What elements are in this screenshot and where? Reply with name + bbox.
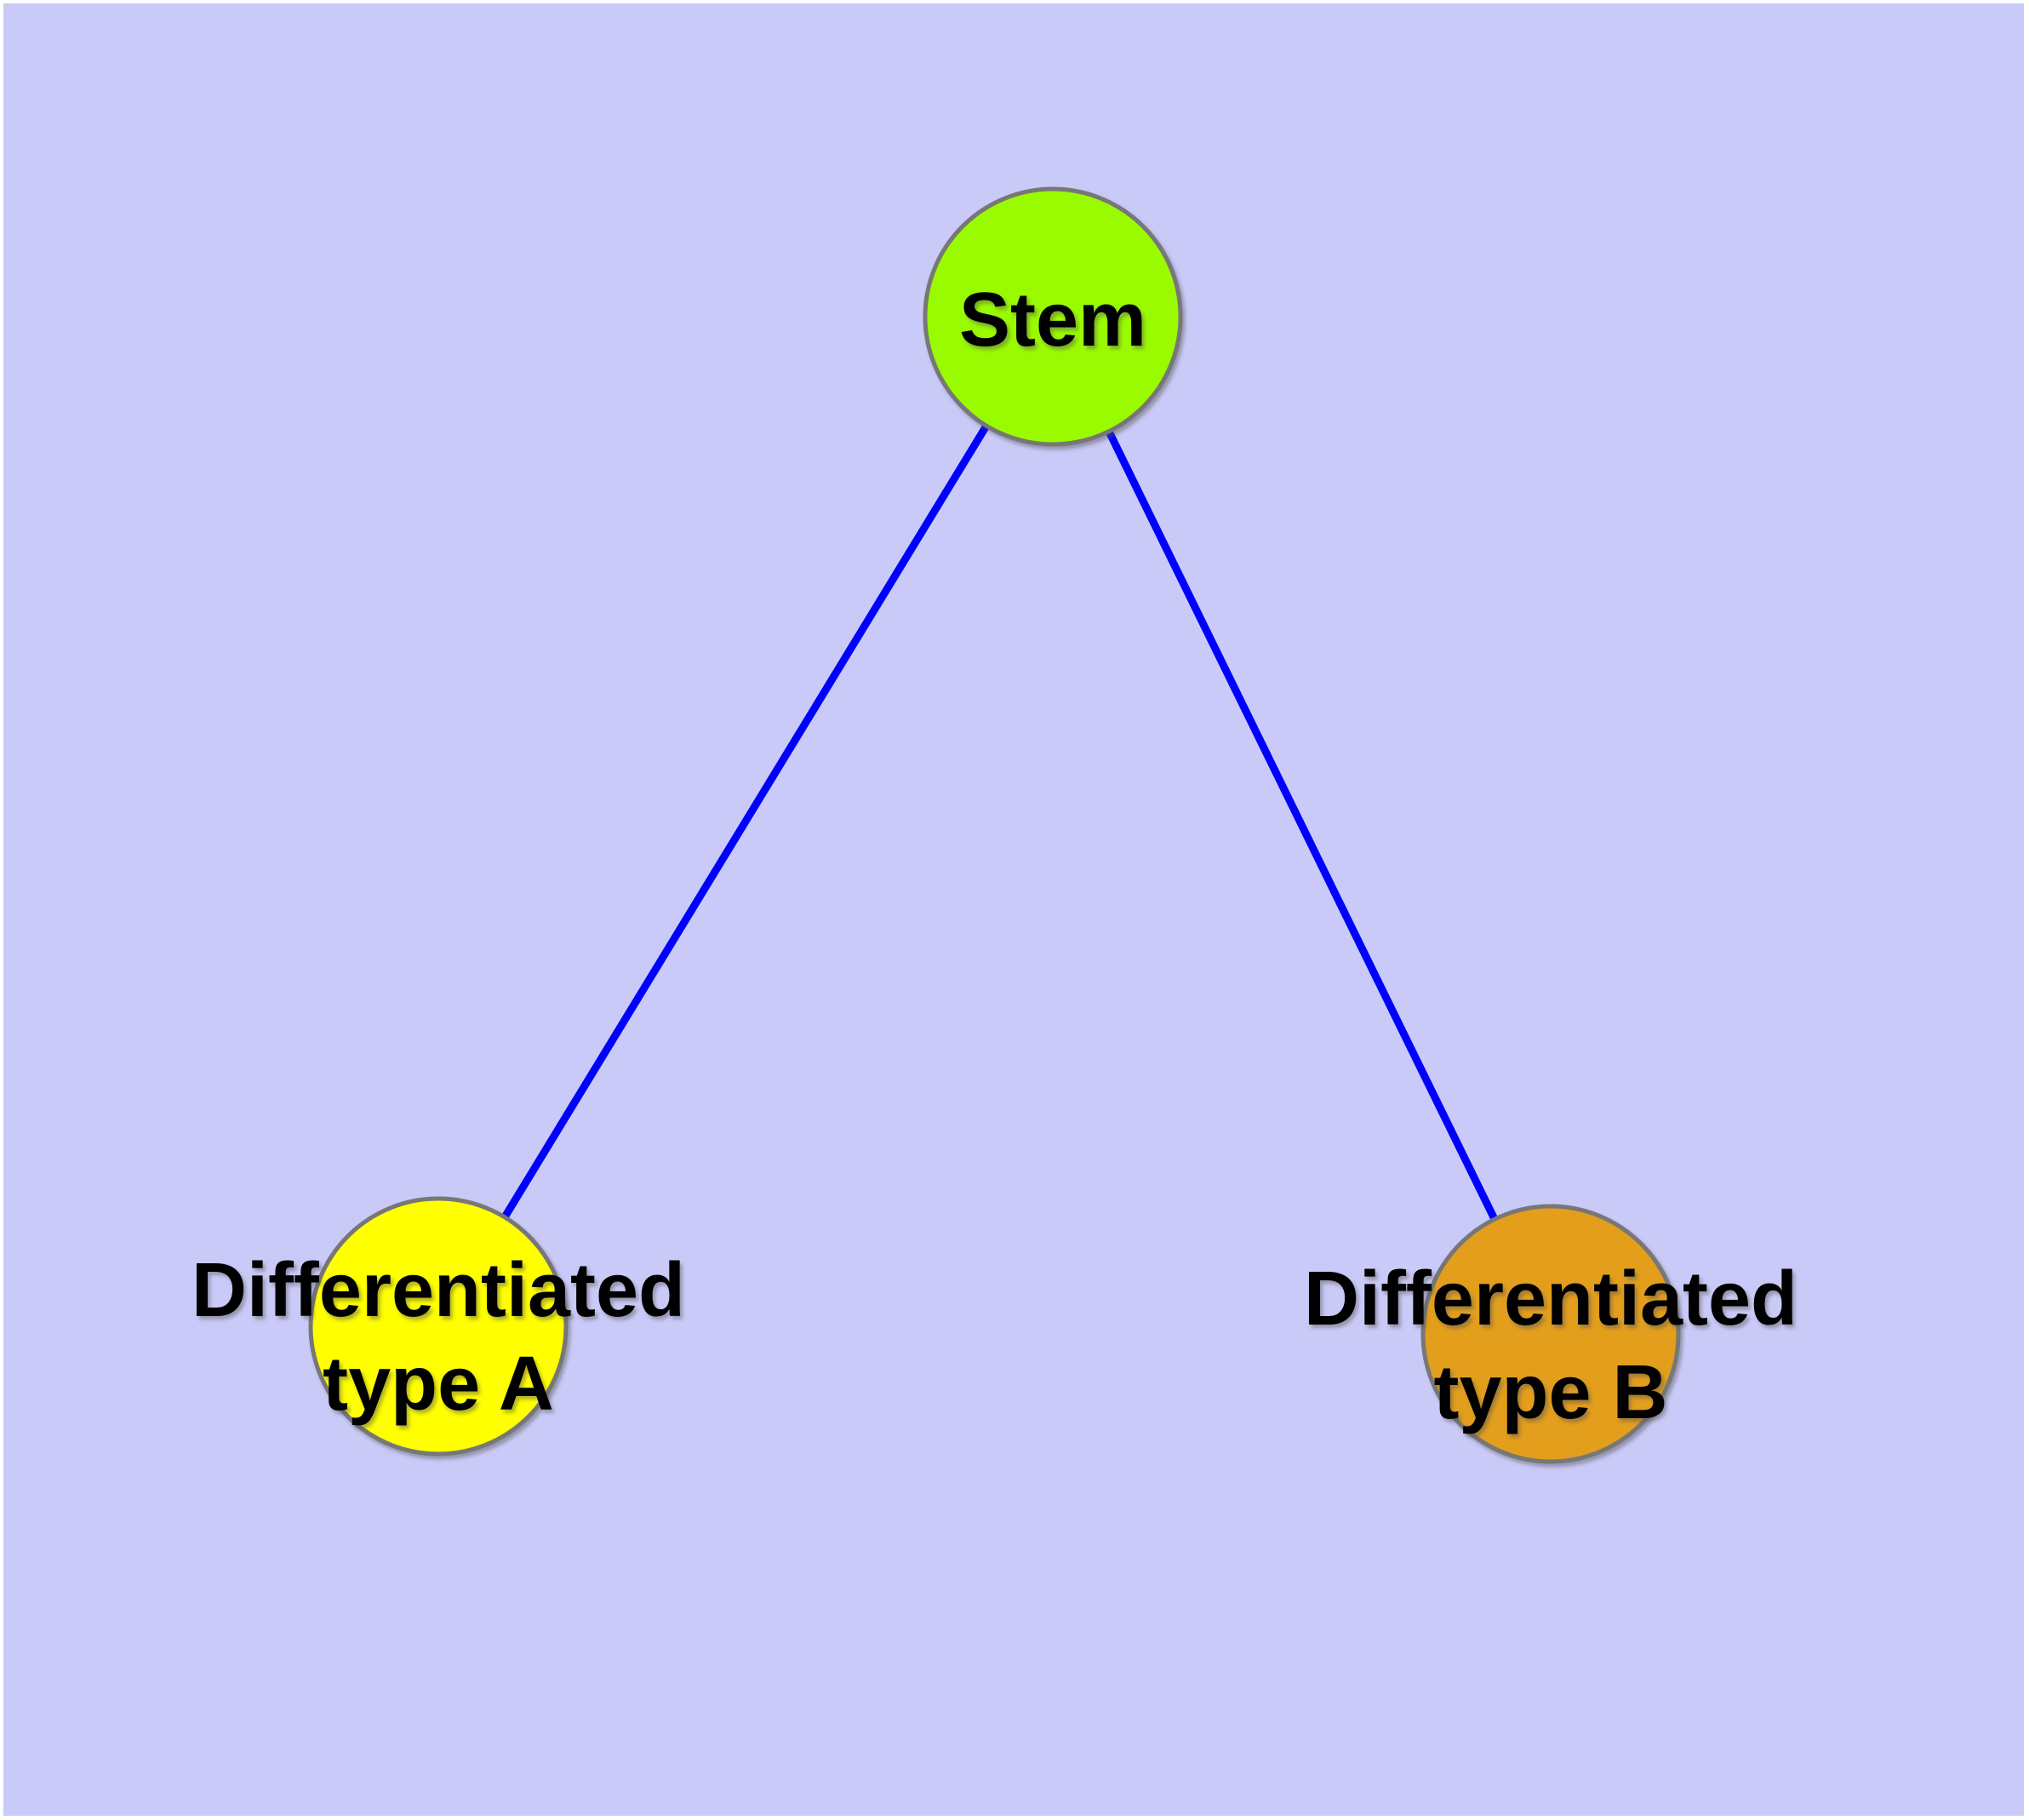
node-label-type-a-line2: type A	[323, 1342, 554, 1427]
node-stem[interactable]	[923, 186, 1183, 447]
edge-stem-to-type-a[interactable]	[435, 314, 1056, 1329]
node-differentiated-type-b[interactable]	[1420, 1204, 1681, 1464]
node-label-type-a-line1: Differentiated	[191, 1248, 685, 1333]
node-label-type-b-line1: Differentiated	[1304, 1256, 1798, 1342]
node-label-stem: Stem	[959, 278, 1146, 363]
edge-stem-to-type-b[interactable]	[1049, 315, 1555, 1336]
node-label-type-b-line2: type B	[1433, 1350, 1667, 1435]
node-differentiated-type-a[interactable]	[308, 1196, 569, 1457]
